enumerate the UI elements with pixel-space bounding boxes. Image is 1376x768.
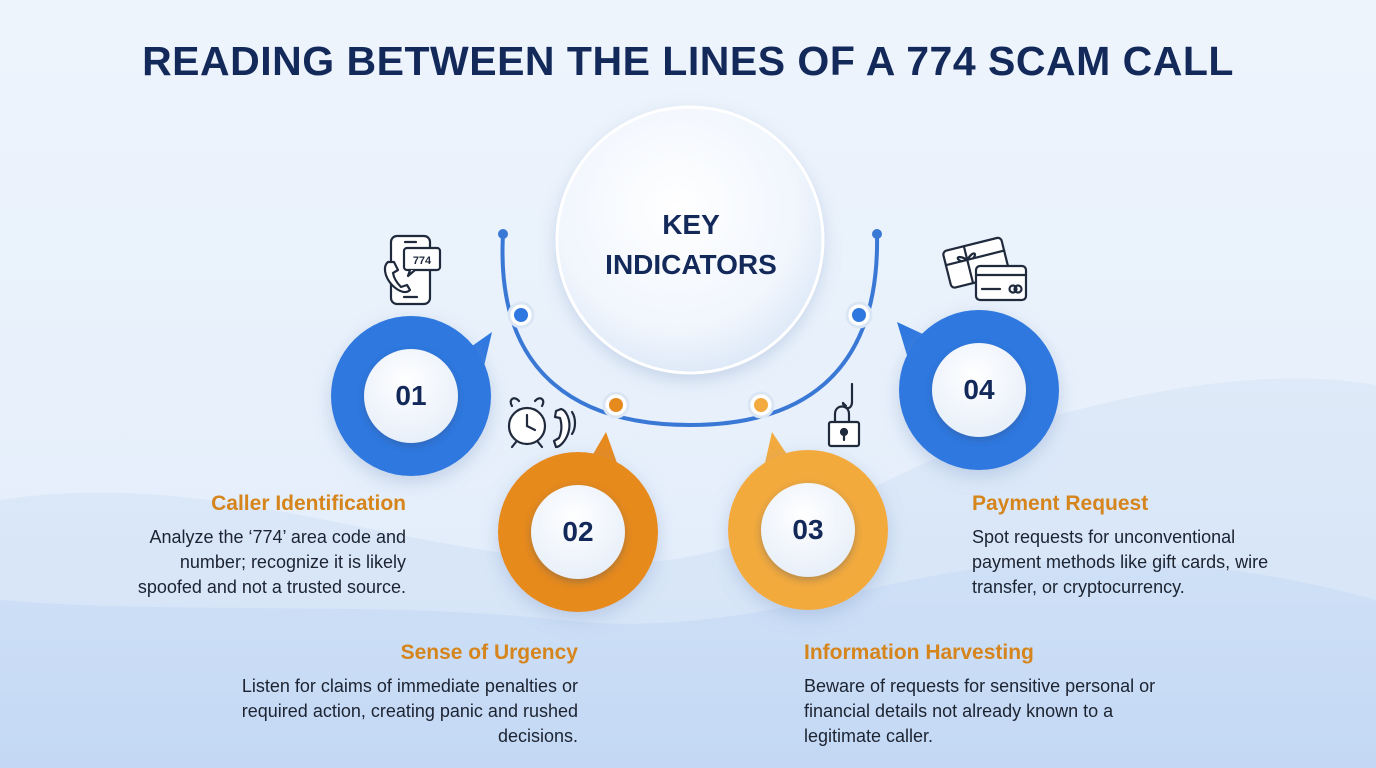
description-line: required action, creating panic and rush…	[241, 701, 578, 721]
key-indicators-label-line1: KEY	[662, 209, 720, 240]
indicator-bubble-02	[498, 432, 658, 612]
page-title: READING BETWEEN THE LINES OF A 774 SCAM …	[142, 38, 1234, 84]
gift-card-credit-card-icon	[942, 236, 1028, 302]
connector-arc	[500, 233, 880, 428]
indicator-number-02: 02	[562, 516, 594, 547]
indicator-number-04: 04	[963, 374, 995, 405]
indicator-heading-01: Caller Identification	[211, 492, 406, 515]
padlock-hook-icon	[827, 382, 861, 448]
description-line: legitimate caller.	[804, 726, 934, 746]
svg-text:774: 774	[413, 255, 432, 267]
indicator-number-03: 03	[792, 514, 824, 545]
key-indicators-circle	[557, 107, 823, 373]
description-line: decisions.	[497, 726, 578, 746]
key-indicators-label-line2: INDICATORS	[605, 249, 777, 280]
description-line: transfer, or cryptocurrency.	[972, 577, 1185, 597]
smartphone-call-icon: 774	[383, 234, 442, 306]
key-indicators-label: KEY INDICATORS	[560, 205, 822, 285]
description-line: financial details not already known to a	[804, 701, 1114, 721]
description-line: spoofed and not a trusted source.	[137, 577, 406, 597]
indicator-description-02: Listen for claims of immediate penalties…	[178, 674, 578, 749]
alarm-clock-phone-icon	[507, 397, 577, 449]
background-wave-front	[0, 560, 1376, 768]
indicator-bubble-04	[897, 310, 1059, 470]
arc-end-dot	[498, 229, 508, 239]
description-line: number; recognize it is likely	[179, 552, 406, 572]
indicator-heading-02: Sense of Urgency	[400, 641, 578, 664]
indicator-description-04: Spot requests for unconventional payment…	[972, 525, 1332, 600]
indicator-heading-03: Information Harvesting	[804, 641, 1034, 664]
indicator-description-01: Analyze the ‘774’ area code and number; …	[86, 525, 406, 600]
description-line: payment methods like gift cards, wire	[972, 552, 1269, 572]
indicator-description-03: Beware of requests for sensitive persona…	[804, 674, 1224, 749]
description-line: Beware of requests for sensitive persona…	[804, 676, 1156, 696]
indicator-heading-04: Payment Request	[972, 492, 1149, 515]
arc-end-dot	[872, 229, 882, 239]
indicator-bubble-03	[728, 432, 888, 610]
description-line: Listen for claims of immediate penalties…	[241, 676, 578, 696]
description-line: Analyze the ‘774’ area code and	[149, 527, 406, 547]
indicator-number-01: 01	[395, 380, 427, 411]
indicator-bubble-01	[331, 316, 492, 476]
description-line: Spot requests for unconventional	[972, 527, 1236, 547]
